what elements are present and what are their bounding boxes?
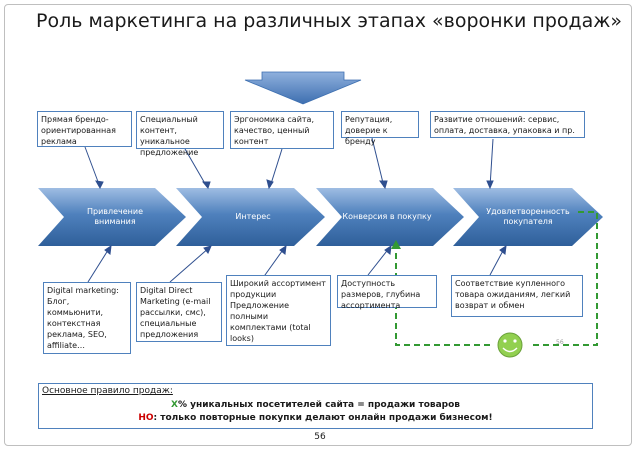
slide-frame	[4, 4, 632, 446]
top-box-3: Эргономика сайта, качество, ценный конте…	[230, 111, 334, 149]
top-box-2: Специальный контент, уникальное предложе…	[136, 111, 224, 157]
connector-lines	[84, 137, 507, 283]
rule-line-2-text: : только повторные покупки делают онлайн…	[153, 413, 493, 423]
slide-title: Роль маркетинга на различных этапах «вор…	[36, 10, 623, 32]
bottom-box-1: Digital marketing: Блог, коммьюнити, кон…	[43, 282, 131, 354]
loop-arrowhead	[391, 240, 401, 249]
top-box-5: Развитие отношений: сервис, оплата, дост…	[430, 111, 585, 138]
stage-chevron-3	[316, 188, 464, 246]
stage-chevron-4	[453, 188, 603, 246]
stage-chevron-2	[176, 188, 325, 246]
rule-no-label: НО	[138, 413, 154, 423]
arrow-down-icon	[244, 71, 362, 105]
top-box-1: Прямая брендо-ориентированная реклама	[37, 111, 132, 147]
repeat-loop	[395, 211, 598, 346]
page-number: 56	[314, 432, 326, 442]
stage-label-3: Конверсия в покупку	[342, 212, 432, 221]
bottom-box-4: Доступность размеров, глубина ассортимен…	[337, 275, 437, 310]
small-page-number: 56	[556, 339, 564, 346]
rule-line-1: X% уникальных посетителей сайта = продаж…	[39, 400, 592, 410]
bottom-box-5: Соответствие купленного товара ожиданиям…	[451, 275, 583, 317]
bottom-box-2: Digital Direct Marketing (e-mail рассылк…	[136, 282, 222, 342]
smiley-icon	[497, 332, 523, 358]
rule-line-1-text: % уникальных посетителей сайта = продажи…	[177, 400, 460, 410]
top-box-4: Репутация, доверие к бренду	[341, 111, 419, 146]
stage-label-4: Удовлетворенность покупателя	[486, 207, 570, 226]
sales-rule-box: Основное правило продаж: X% уникальных п…	[38, 383, 593, 429]
rule-x-symbol: X	[171, 400, 178, 410]
rule-title: Основное правило продаж:	[42, 386, 173, 396]
bottom-box-3: Широкий ассортимент продукции Предложени…	[226, 275, 331, 346]
stage-label-2: Интерес	[235, 212, 271, 221]
stage-chevron-1	[38, 188, 186, 246]
rule-line-2: НО: только повторные покупки делают онла…	[39, 413, 592, 423]
stage-label-1: Привлечение внимания	[86, 207, 144, 226]
